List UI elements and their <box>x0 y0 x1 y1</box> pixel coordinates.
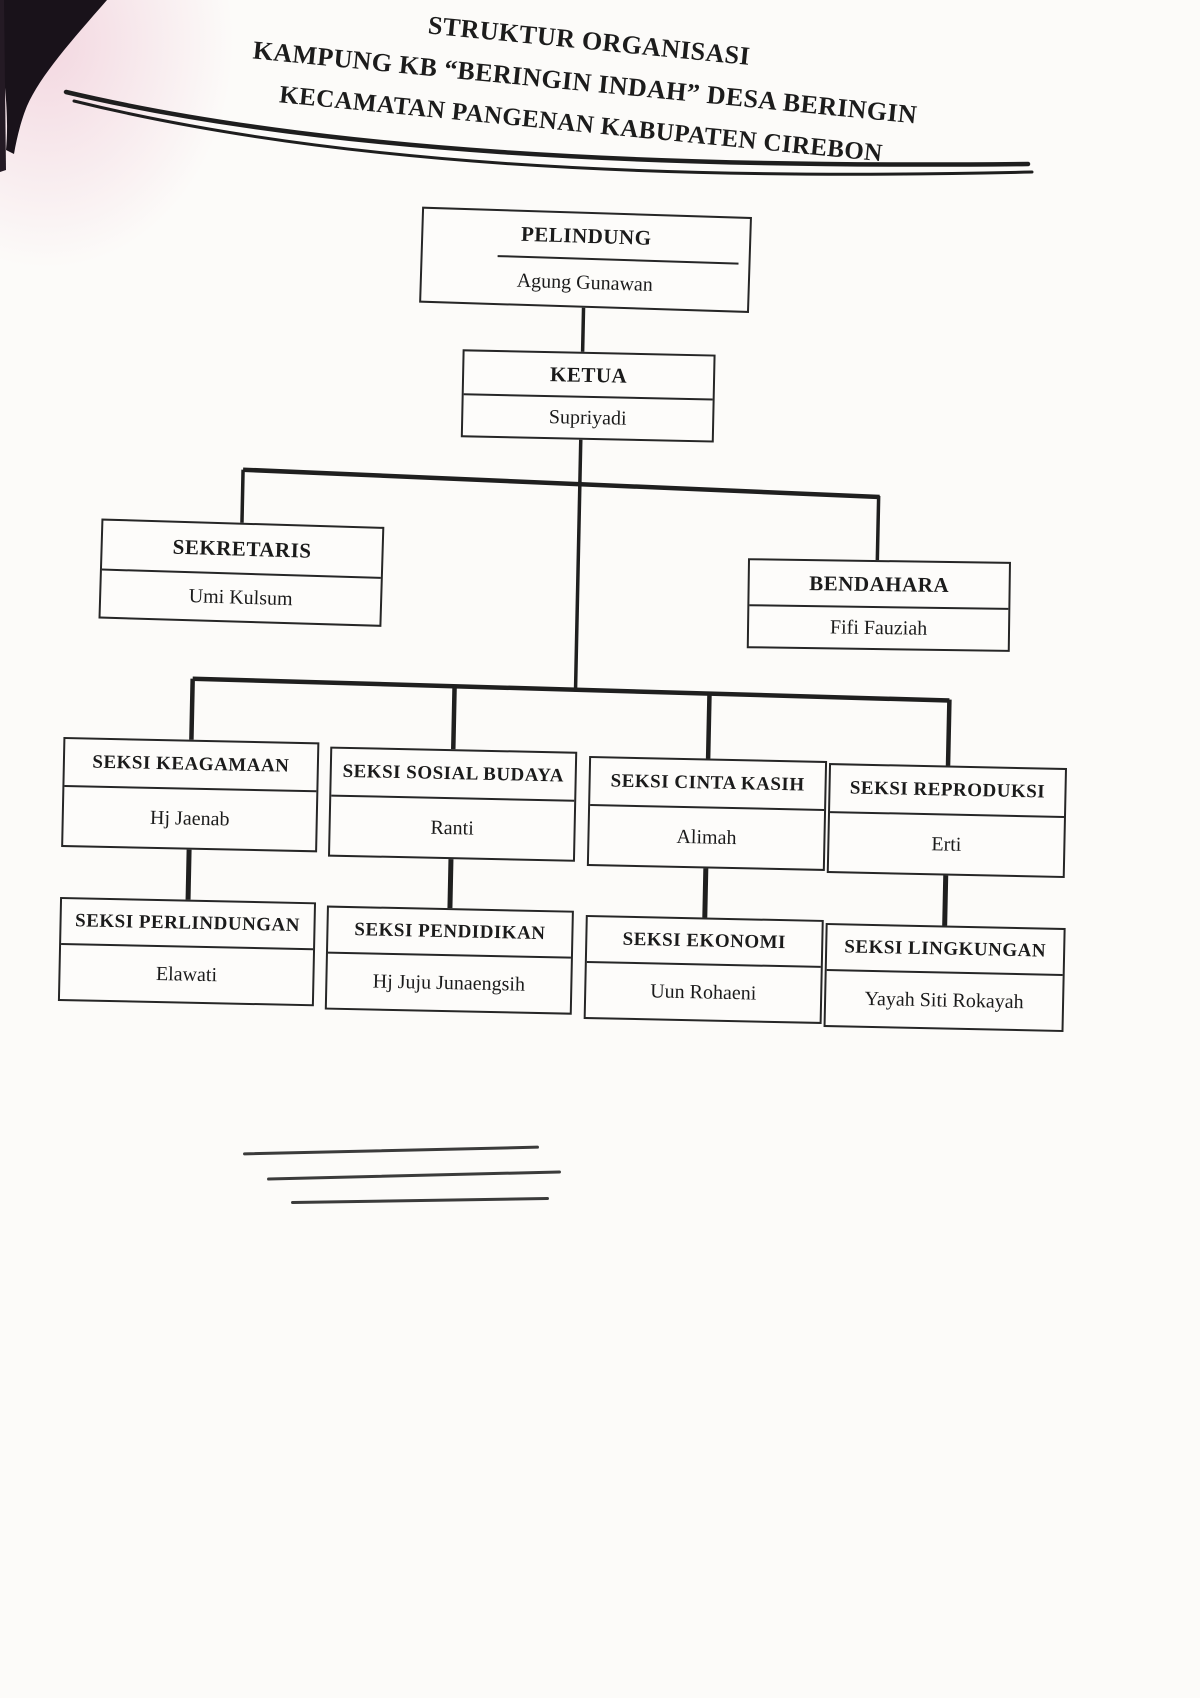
node-seksi-reproduksi-title: SEKSI REPRODUKSI <box>849 777 1046 803</box>
scan-corner-shadow <box>0 0 107 172</box>
node-seksi-reproduksi: SEKSI REPRODUKSI Erti <box>826 763 1068 878</box>
node-seksi-reproduksi-name: Erti <box>931 832 962 856</box>
node-bendahara-title: BENDAHARA <box>809 570 950 597</box>
node-seksi-sosial-budaya: SEKSI SOSIAL BUDAYA Ranti <box>327 746 578 862</box>
node-pelindung-name: Agung Gunawan <box>516 269 654 296</box>
node-seksi-ekonomi: SEKSI EKONOMI Uun Rohaeni <box>583 914 824 1024</box>
node-seksi-pendidikan: SEKSI PENDIDIKAN Hj Juju Junaengsih <box>324 905 574 1015</box>
node-seksi-pendidikan-name: Hj Juju Junaengsih <box>372 970 526 996</box>
node-sekretaris-name: Umi Kulsum <box>188 584 293 610</box>
node-seksi-cinta-kasih-name: Alimah <box>676 825 737 849</box>
node-seksi-keagamaan: SEKSI KEAGAMAAN Hj Jaenab <box>61 736 320 853</box>
node-seksi-pendidikan-title: SEKSI PENDIDIKAN <box>354 919 546 945</box>
node-ketua: KETUA Supriyadi <box>460 349 716 443</box>
node-seksi-sosial-budaya-title: SEKSI SOSIAL BUDAYA <box>342 760 565 787</box>
node-seksi-ekonomi-name: Uun Rohaeni <box>649 979 757 1005</box>
org-chart: PELINDUNG Agung Gunawan KETUA Supriyadi … <box>57 206 1068 1033</box>
node-bendahara-name: Fifi Fauziah <box>829 615 928 640</box>
stray-line <box>290 1196 550 1205</box>
node-bendahara: BENDAHARA Fifi Fauziah <box>746 558 1011 652</box>
node-seksi-keagamaan-name: Hj Jaenab <box>149 806 230 830</box>
node-pelindung: PELINDUNG Agung Gunawan <box>419 206 752 313</box>
node-ketua-name: Supriyadi <box>548 405 627 430</box>
node-sekretaris-title: SEKRETARIS <box>172 534 312 563</box>
node-pelindung-title: PELINDUNG <box>520 221 652 250</box>
swoosh-divider <box>63 89 1034 176</box>
node-sekretaris: SEKRETARIS Umi Kulsum <box>98 518 385 627</box>
node-seksi-cinta-kasih: SEKSI CINTA KASIH Alimah <box>586 756 828 871</box>
node-seksi-perlindungan: SEKSI PERLINDUNGAN Elawati <box>57 896 317 1007</box>
node-seksi-keagamaan-title: SEKSI KEAGAMAAN <box>92 751 290 777</box>
node-seksi-lingkungan: SEKSI LINGKUNGAN Yayah Siti Rokayah <box>823 923 1066 1033</box>
node-seksi-lingkungan-name: Yayah Siti Rokayah <box>864 987 1024 1013</box>
node-ketua-title: KETUA <box>549 361 628 388</box>
connector-lines <box>185 303 952 928</box>
node-seksi-perlindungan-title: SEKSI PERLINDUNGAN <box>74 910 301 936</box>
node-seksi-sosial-budaya-name: Ranti <box>430 816 475 840</box>
node-seksi-cinta-kasih-title: SEKSI CINTA KASIH <box>610 770 805 796</box>
node-seksi-ekonomi-title: SEKSI EKONOMI <box>622 928 787 954</box>
node-seksi-perlindungan-name: Elawati <box>155 962 218 986</box>
node-seksi-lingkungan-title: SEKSI LINGKUNGAN <box>844 936 1047 962</box>
